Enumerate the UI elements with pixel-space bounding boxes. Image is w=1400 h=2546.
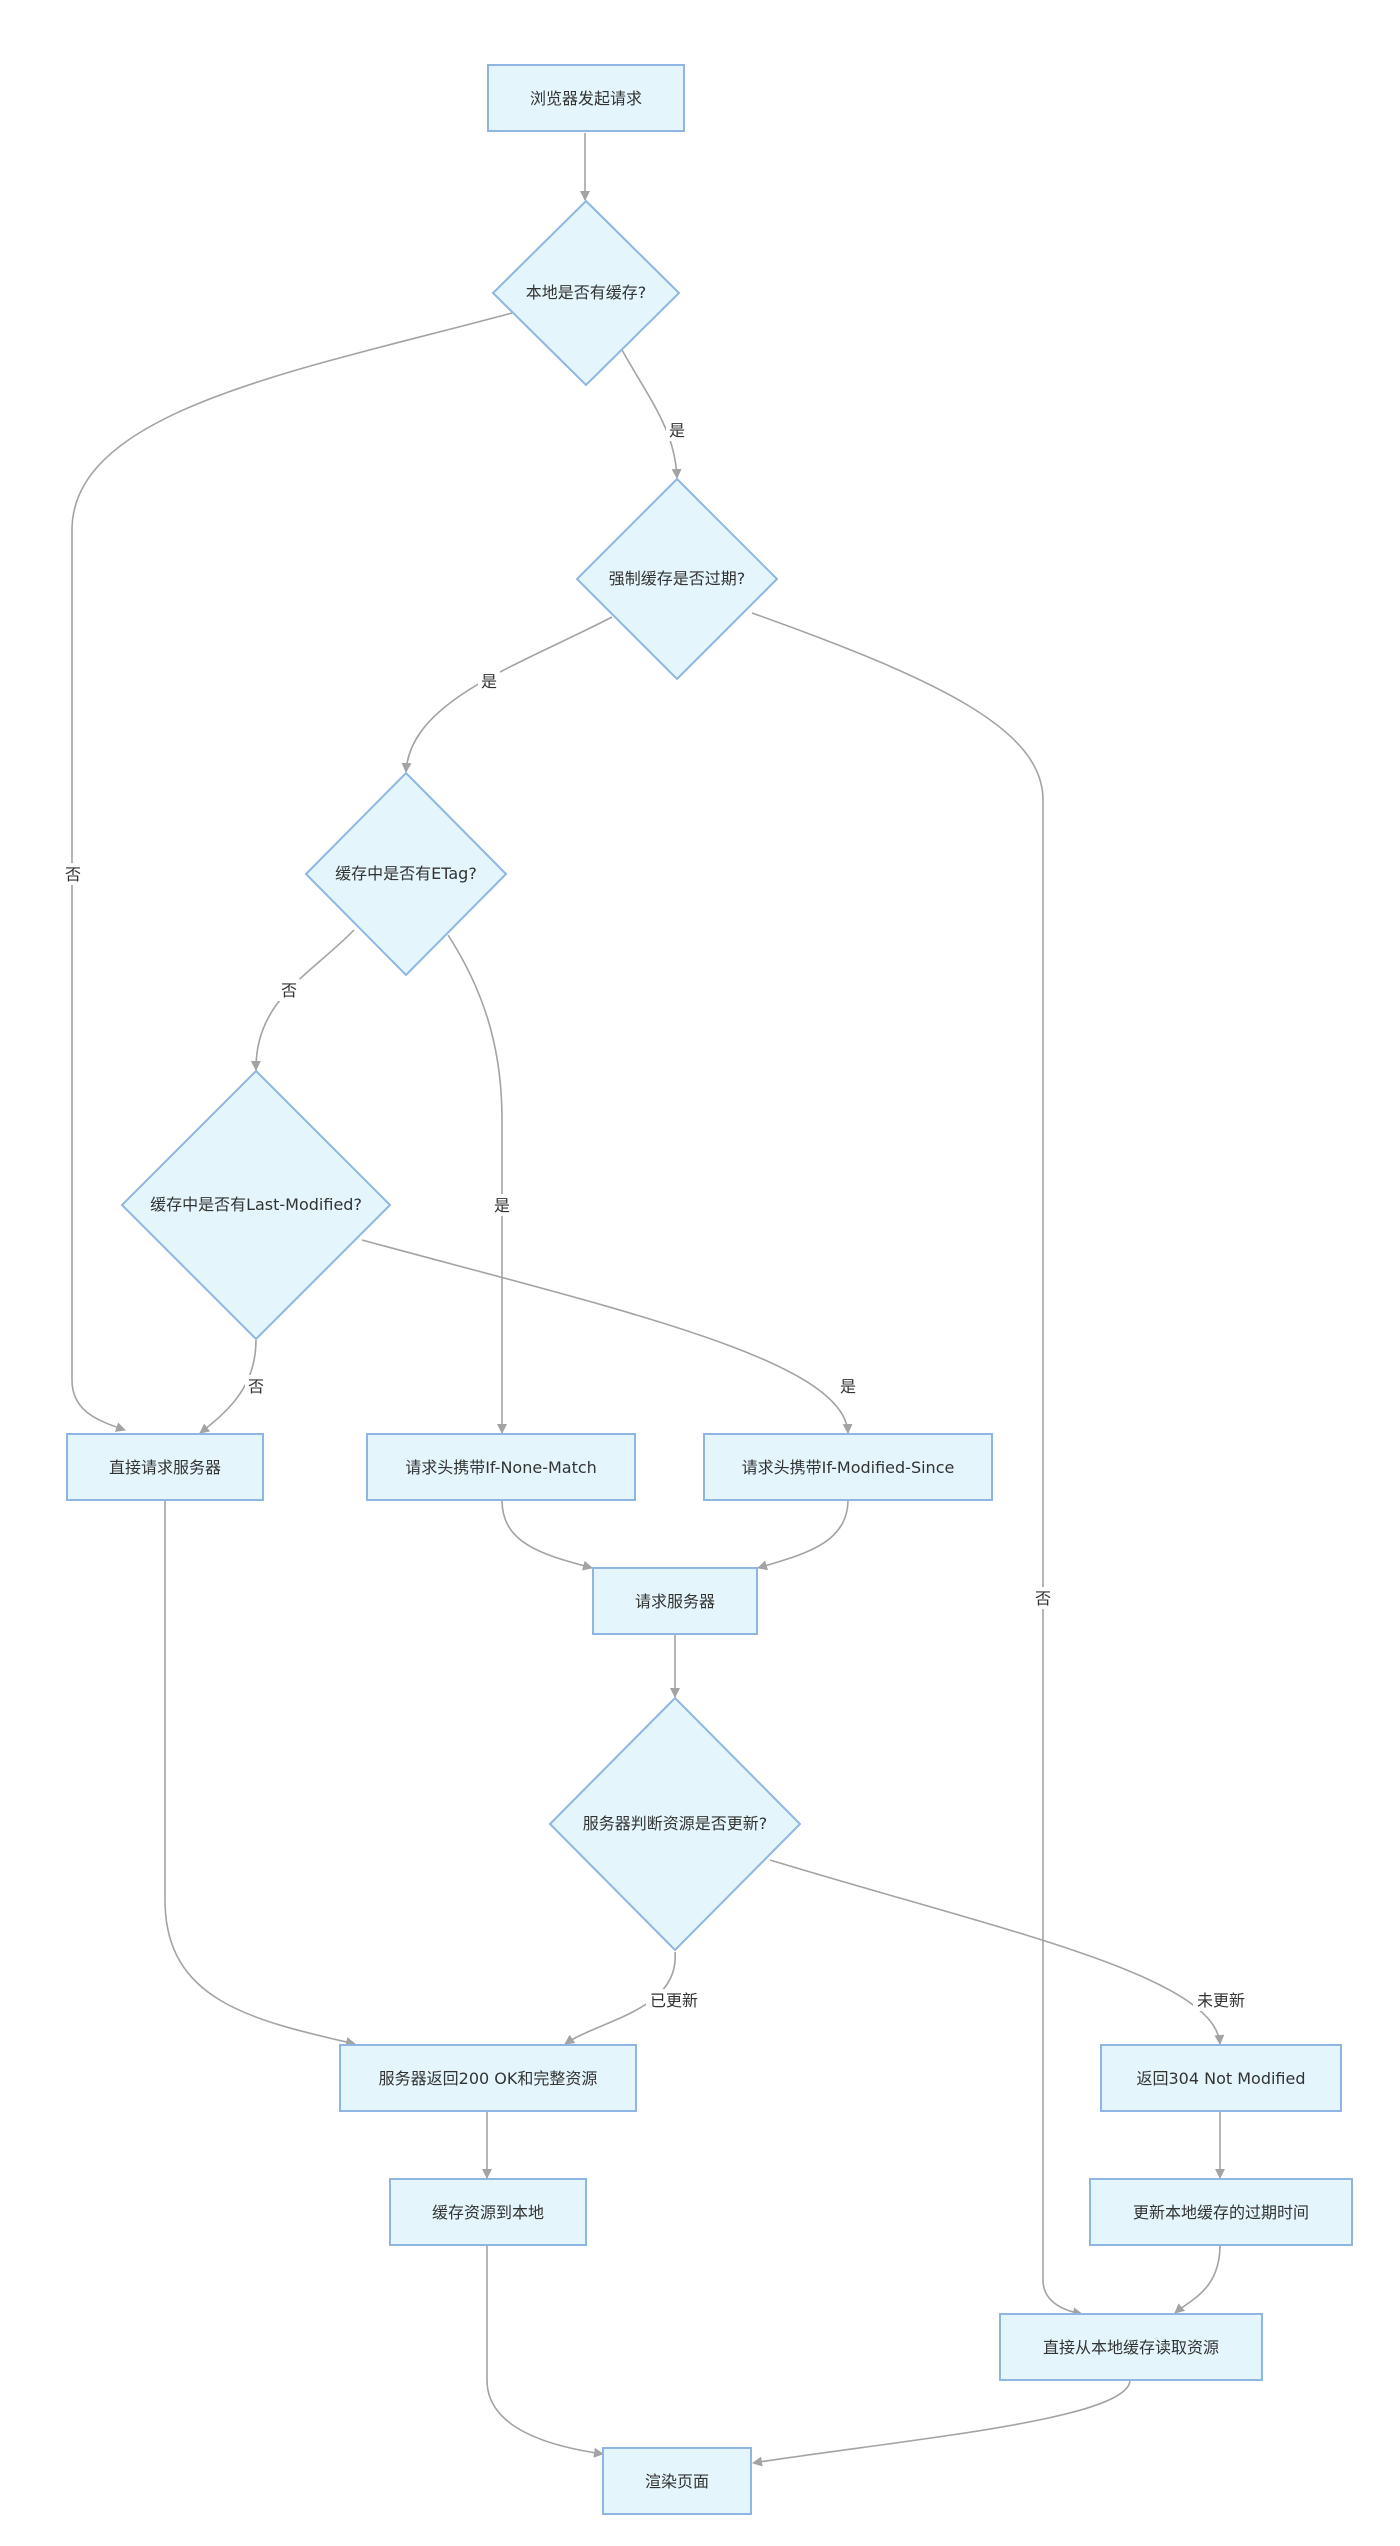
node-render-page: 渲染页面 xyxy=(602,2447,752,2515)
node-cache-to-local: 缓存资源到本地 xyxy=(389,2178,587,2246)
svg-text:是: 是 xyxy=(481,672,497,691)
svg-text:请求服务器: 请求服务器 xyxy=(635,1592,715,1611)
svg-text:缓存资源到本地: 缓存资源到本地 xyxy=(432,2203,544,2222)
label-force-yes: 是 xyxy=(478,670,500,692)
node-server-return-200: 服务器返回200 OK和完整资源 xyxy=(339,2044,637,2112)
edge-ims-to-reqserver xyxy=(757,1499,849,1571)
label-etag-no: 否 xyxy=(278,979,300,1001)
label-cache-no: 否 xyxy=(62,863,84,885)
label-lastmod-no: 否 xyxy=(245,1375,267,1397)
svg-text:缓存中是否有ETag?: 缓存中是否有ETag? xyxy=(335,864,477,883)
node-has-local-cache: 本地是否有缓存? xyxy=(491,199,681,387)
edge-force-yes xyxy=(401,616,613,773)
svg-text:本地是否有缓存?: 本地是否有缓存? xyxy=(526,283,647,302)
svg-text:是: 是 xyxy=(840,1377,856,1396)
node-force-cache-expired: 强制缓存是否过期? xyxy=(575,477,779,681)
svg-text:请求头携带If-Modified-Since: 请求头携带If-Modified-Since xyxy=(742,1458,955,1477)
node-header-if-modified-since: 请求头携带If-Modified-Since xyxy=(703,1433,993,1501)
edge-readlocal-to-render xyxy=(752,2379,1131,2467)
edge-etag-no xyxy=(250,929,355,1071)
edge-cachelocal-to-render xyxy=(486,2245,604,2458)
svg-text:是: 是 xyxy=(669,421,685,440)
label-judge-notupdated: 未更新 xyxy=(1193,1989,1249,2011)
edge-direct-to-200 xyxy=(164,1500,356,2047)
svg-text:否: 否 xyxy=(281,981,297,1000)
node-header-if-none-match: 请求头携带If-None-Match xyxy=(366,1433,636,1501)
edge-lastmod-no xyxy=(199,1339,257,1434)
svg-text:请求头携带If-None-Match: 请求头携带If-None-Match xyxy=(405,1458,597,1477)
label-lastmod-yes: 是 xyxy=(837,1375,859,1397)
edge-cache-yes xyxy=(621,349,682,479)
edge-inm-to-reqserver xyxy=(501,1499,593,1571)
edge-etag-yes xyxy=(447,934,507,1434)
node-server-judge-updated: 服务器判断资源是否更新? xyxy=(548,1696,802,1952)
svg-text:服务器判断资源是否更新?: 服务器判断资源是否更新? xyxy=(583,1814,768,1833)
node-has-etag: 缓存中是否有ETag? xyxy=(304,771,508,977)
label-cache-yes: 是 xyxy=(666,419,688,441)
edge-force-no xyxy=(751,612,1083,2318)
svg-text:直接请求服务器: 直接请求服务器 xyxy=(109,1458,221,1477)
node-browser-request: 浏览器发起请求 xyxy=(487,64,685,132)
edge-judge-updated xyxy=(564,1951,676,2045)
svg-text:否: 否 xyxy=(1035,1589,1051,1608)
node-direct-request-server: 直接请求服务器 xyxy=(66,1433,264,1501)
svg-text:否: 否 xyxy=(65,865,81,884)
edge-updatetime-to-readlocal xyxy=(1174,2244,1221,2314)
svg-text:缓存中是否有Last-Modified?: 缓存中是否有Last-Modified? xyxy=(150,1195,362,1214)
node-read-local-cache: 直接从本地缓存读取资源 xyxy=(999,2313,1263,2381)
svg-text:返回304 Not Modified: 返回304 Not Modified xyxy=(1136,2069,1305,2088)
svg-text:是: 是 xyxy=(494,1196,510,1215)
edge-cache-no xyxy=(71,312,513,1432)
node-has-last-modified: 缓存中是否有Last-Modified? xyxy=(120,1069,392,1341)
svg-text:浏览器发起请求: 浏览器发起请求 xyxy=(530,89,642,108)
svg-text:强制缓存是否过期?: 强制缓存是否过期? xyxy=(609,569,746,588)
label-force-no: 否 xyxy=(1032,1587,1054,1609)
svg-text:服务器返回200 OK和完整资源: 服务器返回200 OK和完整资源 xyxy=(379,2069,598,2088)
edge-lastmod-yes xyxy=(361,1239,853,1434)
svg-text:未更新: 未更新 xyxy=(1197,1991,1245,2010)
svg-text:已更新: 已更新 xyxy=(650,1991,698,2010)
svg-text:直接从本地缓存读取资源: 直接从本地缓存读取资源 xyxy=(1043,2338,1219,2357)
node-return-304: 返回304 Not Modified xyxy=(1100,2044,1342,2112)
label-judge-updated: 已更新 xyxy=(646,1989,702,2011)
node-request-server: 请求服务器 xyxy=(592,1567,758,1635)
edge-judge-notupdated xyxy=(769,1859,1225,2045)
label-etag-yes: 是 xyxy=(491,1194,513,1216)
svg-text:否: 否 xyxy=(248,1377,264,1396)
svg-text:更新本地缓存的过期时间: 更新本地缓存的过期时间 xyxy=(1133,2203,1309,2222)
svg-text:渲染页面: 渲染页面 xyxy=(645,2472,709,2491)
node-update-expire-time: 更新本地缓存的过期时间 xyxy=(1089,2178,1353,2246)
